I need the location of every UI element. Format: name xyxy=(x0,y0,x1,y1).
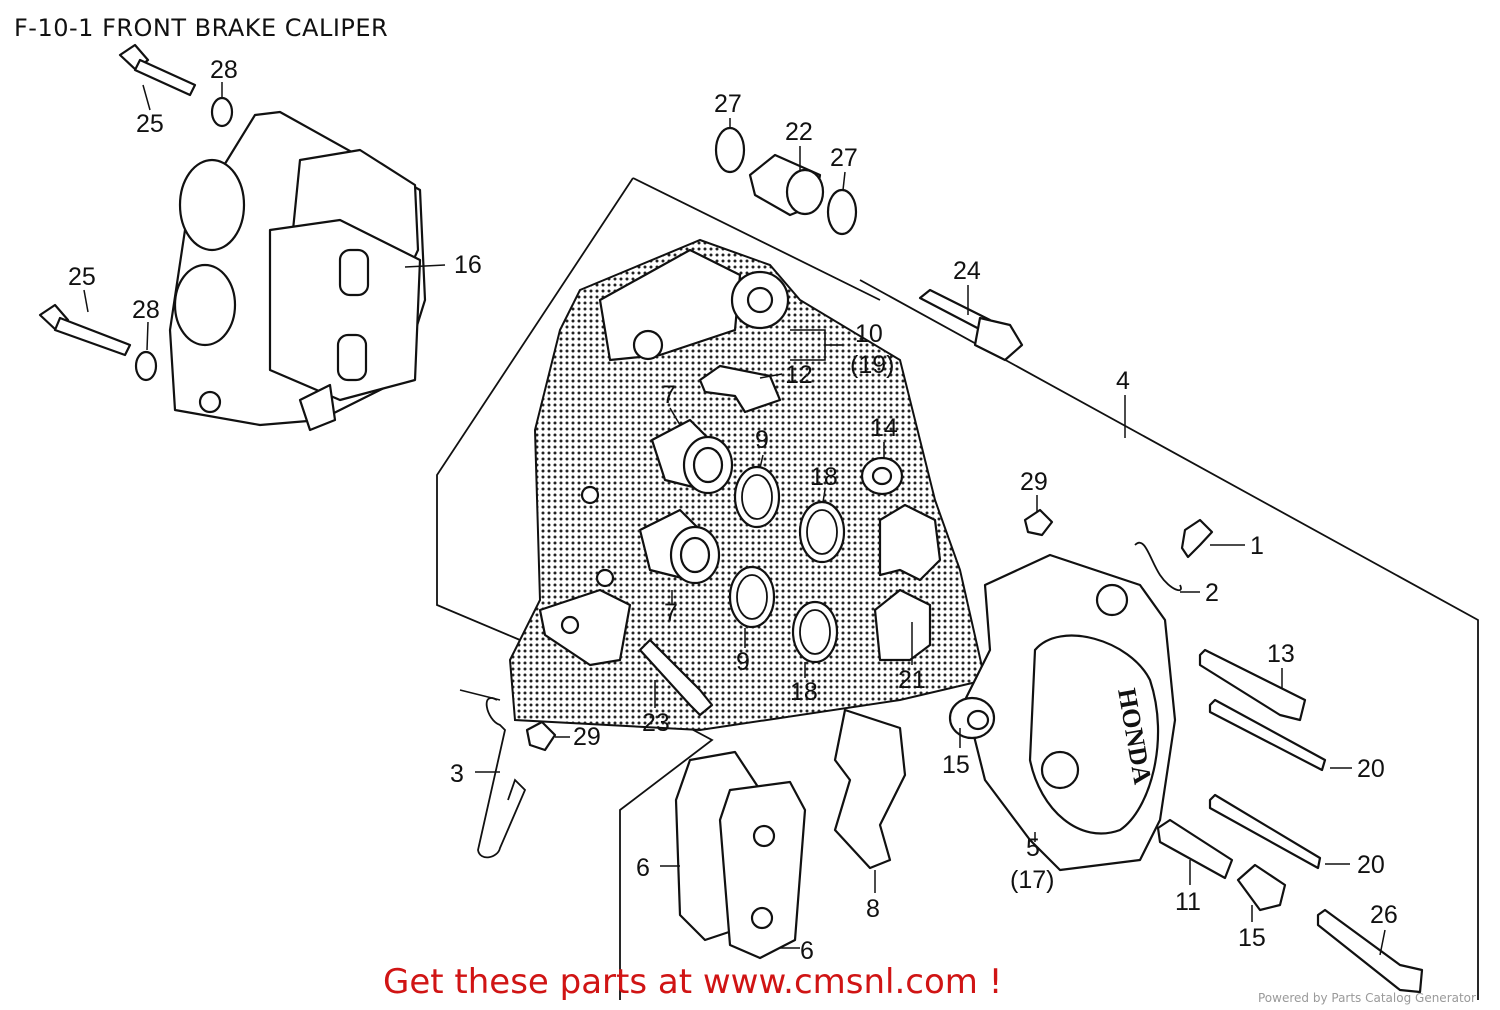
pin-bolt-13 xyxy=(1198,648,1307,722)
o-ring-lower xyxy=(826,188,858,236)
callout-3: 3 xyxy=(450,760,464,788)
callout-24: 24 xyxy=(953,257,981,285)
caliper-body: HONDA xyxy=(963,553,1177,872)
caliper-assembly xyxy=(168,110,427,432)
callout-22: 22 xyxy=(785,118,813,146)
pad-pin-clip xyxy=(477,697,527,859)
callout-5: 5 xyxy=(1026,834,1040,862)
piston-lower xyxy=(638,508,721,585)
pad-pin-20-lower xyxy=(1208,793,1322,870)
callout-11: 11 xyxy=(1175,888,1201,916)
callout-28-upper: 28 xyxy=(210,56,238,84)
powered-by-watermark: Powered by Parts Catalog Generator xyxy=(1258,991,1476,1005)
assembly-outline-right xyxy=(859,279,1479,1000)
promo-link[interactable]: Get these parts at www.cmsnl.com ! xyxy=(383,962,1003,1002)
callout-29-lower: 29 xyxy=(573,723,601,751)
bolt-26 xyxy=(1316,908,1424,994)
callout-21: 21 xyxy=(898,666,926,694)
callout-19: (19) xyxy=(850,351,894,379)
callout-8: 8 xyxy=(866,895,880,923)
bolt-29-upper xyxy=(1023,508,1054,537)
callout-18-upper: 18 xyxy=(810,463,838,491)
callout-4: 4 xyxy=(1116,367,1130,395)
callout-7-upper: 7 xyxy=(662,381,676,409)
o-ring-upper xyxy=(714,126,746,174)
boot-15-right xyxy=(1236,863,1287,912)
callout-12: 12 xyxy=(785,361,813,389)
brake-pad-set xyxy=(674,750,807,960)
callout-7-lower: 7 xyxy=(664,599,678,627)
bleeder-valve xyxy=(860,456,904,496)
callout-2: 2 xyxy=(1205,579,1219,607)
bolt-1 xyxy=(1180,518,1214,559)
callout-26: 26 xyxy=(1370,901,1398,929)
callout-15-right: 15 xyxy=(1238,924,1266,952)
sleeve-11 xyxy=(1156,818,1234,880)
callout-16: 16 xyxy=(454,251,482,279)
callout-15-left: 15 xyxy=(942,751,970,779)
callout-29-upper: 29 xyxy=(1020,468,1048,496)
callout-27-lower: 27 xyxy=(830,144,858,172)
slide-sleeve xyxy=(748,153,825,217)
callout-25-upper: 25 xyxy=(136,110,164,138)
callout-14: 14 xyxy=(870,414,898,442)
callout-labels: 25 28 16 25 28 27 22 27 24 10 (19) 12 4 … xyxy=(68,56,1398,965)
callout-27-upper: 27 xyxy=(714,90,742,118)
callout-6-right: 6 xyxy=(800,937,814,965)
page-title: F-10-1 FRONT BRAKE CALIPER xyxy=(14,14,389,42)
piston-upper xyxy=(650,418,734,495)
leader-lines xyxy=(83,82,1386,956)
callout-28-lower: 28 xyxy=(132,296,160,324)
bolt-29-lower xyxy=(525,720,557,752)
callout-9-lower: 9 xyxy=(736,648,750,676)
callout-17: (17) xyxy=(1010,866,1054,894)
callout-20-lower: 20 xyxy=(1357,851,1385,879)
callout-18-lower: 18 xyxy=(790,678,818,706)
callout-9-upper: 9 xyxy=(755,426,769,454)
boot-15-left xyxy=(948,696,996,740)
washer-upper xyxy=(210,96,234,128)
callout-23: 23 xyxy=(642,709,670,737)
washer-lower xyxy=(134,350,158,382)
caliper-bolt-24 xyxy=(918,288,1024,362)
callout-1: 1 xyxy=(1250,532,1264,560)
callout-20-upper: 20 xyxy=(1357,755,1385,783)
callout-10: 10 xyxy=(855,320,883,348)
callout-13: 13 xyxy=(1267,640,1295,668)
bolt-23 xyxy=(638,638,714,717)
pad-spring xyxy=(878,503,942,582)
mounting-bolt-lower xyxy=(38,303,158,382)
clip-2 xyxy=(1134,541,1182,592)
callout-6-left: 6 xyxy=(636,854,650,882)
pad-shim xyxy=(833,708,907,870)
callout-25-lower: 25 xyxy=(68,263,96,291)
pad-pin-20-upper xyxy=(1208,698,1327,772)
